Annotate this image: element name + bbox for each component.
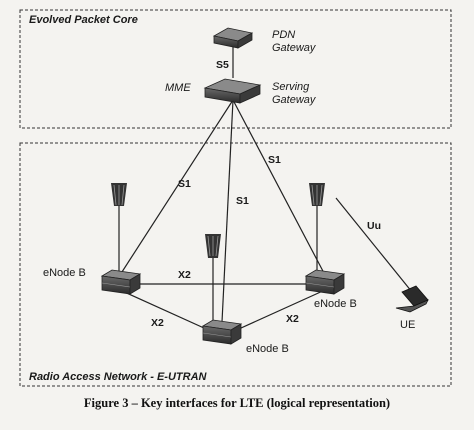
s5-label: S5	[216, 59, 229, 71]
x2-right-label: X2	[286, 313, 299, 325]
core-region-label: Evolved Packet Core	[29, 14, 138, 26]
ue-label: UE	[400, 319, 415, 331]
x2-left-label: X2	[151, 317, 164, 329]
enodeb-right-label: eNode B	[314, 298, 357, 310]
antenna-left	[111, 183, 127, 272]
antenna-right	[309, 183, 325, 272]
mme-label: MME	[165, 82, 191, 94]
enodeb-right-icon	[304, 269, 346, 295]
enodeb-left-label: eNode B	[43, 267, 86, 279]
s1-link-right	[232, 99, 326, 276]
enodeb-bottom-label: eNode B	[246, 343, 289, 355]
x2-link-right	[229, 289, 326, 334]
s1-link-middle	[221, 99, 234, 323]
interface-lines	[119, 45, 413, 334]
ue-laptop-icon	[395, 285, 429, 313]
enodeb-bottom-icon	[201, 319, 243, 345]
s1-right-label: S1	[268, 154, 281, 166]
enodeb-left-icon	[100, 269, 142, 295]
x2-link-left	[119, 289, 216, 334]
x2-top-label: X2	[178, 269, 191, 281]
uu-label: Uu	[367, 220, 381, 232]
evolved-packet-core-region	[19, 9, 452, 129]
s1-left-label: S1	[178, 178, 191, 190]
serving-gateway-icon	[203, 78, 262, 104]
s1-middle-label: S1	[236, 195, 249, 207]
pdn-gateway-icon	[212, 27, 254, 49]
radio-access-network-region	[19, 142, 452, 387]
uu-link	[335, 197, 413, 293]
antenna-middle	[205, 234, 221, 322]
figure-caption: Figure 3 – Key interfaces for LTE (logic…	[83, 396, 391, 410]
s1-link-left	[119, 99, 234, 276]
ran-region-label: Radio Access Network - E-UTRAN	[29, 371, 208, 383]
lte-architecture-diagram: Evolved Packet Core Radio Access Network…	[19, 9, 452, 387]
